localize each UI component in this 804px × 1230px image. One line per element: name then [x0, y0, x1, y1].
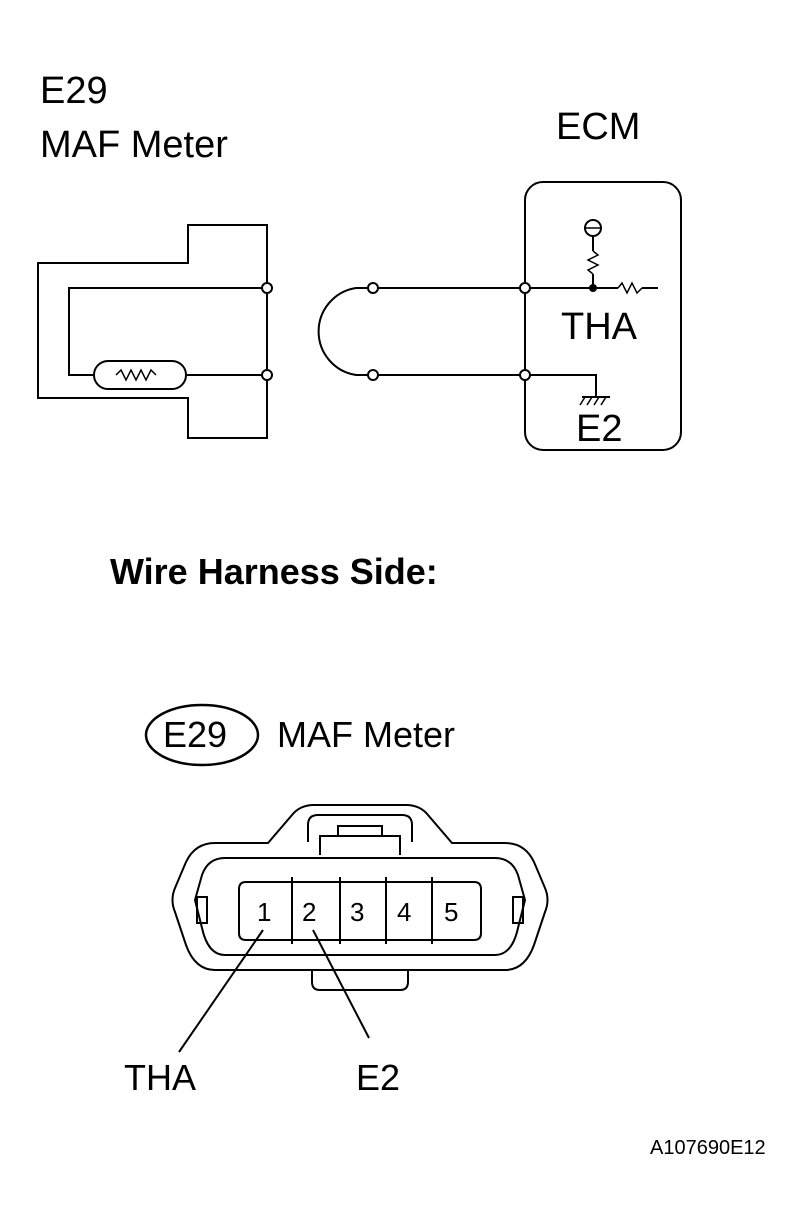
- ecm-terminal-e2: [519, 369, 531, 381]
- tha-terminal-label: THA: [561, 306, 637, 348]
- sensor-internal-wire: [68, 287, 267, 376]
- ecm-label: ECM: [556, 106, 641, 148]
- e2-terminal-label: E2: [576, 408, 623, 450]
- connector-cavity-frame: [238, 881, 482, 941]
- connector-code-label: E29: [163, 714, 228, 755]
- connector-inner-shell: [193, 857, 527, 956]
- connector-code-ellipse: [144, 703, 260, 767]
- harness-heading: Wire Harness Side:: [110, 551, 438, 592]
- pin-1-label: 1: [257, 897, 272, 927]
- ecm-box: [524, 181, 682, 451]
- pullup-resistor: [586, 250, 600, 275]
- harness-terminal-e2: [367, 369, 379, 381]
- ground-icon: [579, 396, 607, 406]
- connector-latch-slot: [337, 825, 383, 837]
- junction-dot: [589, 284, 597, 292]
- thermistor-resistor: [115, 368, 157, 382]
- connector-right-tab: [512, 896, 524, 924]
- pin-3-label: 3: [350, 897, 365, 927]
- ecm-tha-resistor: [617, 281, 643, 295]
- sensor-terminal-tha: [261, 282, 273, 294]
- callout-leader-tha: [178, 929, 264, 1053]
- pin-4-label: 4: [397, 897, 412, 927]
- callout-e2-label: E2: [356, 1057, 401, 1098]
- sensor-terminal-e2: [261, 369, 273, 381]
- connector-name-label: MAF Meter: [277, 714, 456, 755]
- ecm-terminal-tha: [519, 282, 531, 294]
- maf-meter-body: [37, 224, 268, 439]
- ecm-e2-line: [525, 374, 597, 397]
- harness-loop: [317, 287, 373, 376]
- pin-5-label: 5: [444, 897, 459, 927]
- connector-latch: [307, 814, 413, 842]
- sensor-name-label: MAF Meter: [40, 124, 228, 166]
- connector-outer-shell: [171, 804, 549, 971]
- connector-latch-inner: [319, 835, 401, 855]
- connector-left-tab: [196, 896, 208, 924]
- harness-terminal-tha: [367, 282, 379, 294]
- callout-leader-e2: [312, 929, 370, 1039]
- callout-tha-label: THA: [124, 1057, 196, 1098]
- pin-2-label: 2: [302, 897, 317, 927]
- sensor-code-label: E29: [40, 70, 108, 112]
- figure-id: A107690E12: [650, 1137, 766, 1159]
- thermistor-capsule: [93, 360, 187, 390]
- connector-bottom-key: [311, 970, 409, 991]
